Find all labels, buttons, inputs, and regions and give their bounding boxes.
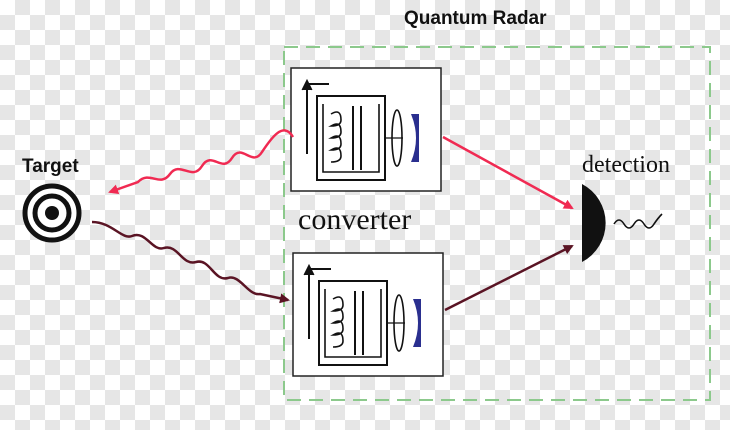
target-label: Target xyxy=(22,156,79,177)
bottom-to-detector-arrow xyxy=(444,244,574,312)
converter-label: converter xyxy=(298,203,412,236)
detector-icon xyxy=(582,184,663,262)
quantum-radar-frame xyxy=(283,46,711,401)
detection-label: detection xyxy=(582,152,670,178)
target-icon xyxy=(22,183,82,243)
return-signal-wave xyxy=(91,220,290,304)
converter-module-bottom xyxy=(292,252,444,377)
converter-module-top xyxy=(290,67,442,192)
top-to-detector-arrow xyxy=(442,135,574,210)
outgoing-signal-wave xyxy=(108,129,295,195)
diagram-title: Quantum Radar xyxy=(404,8,547,29)
